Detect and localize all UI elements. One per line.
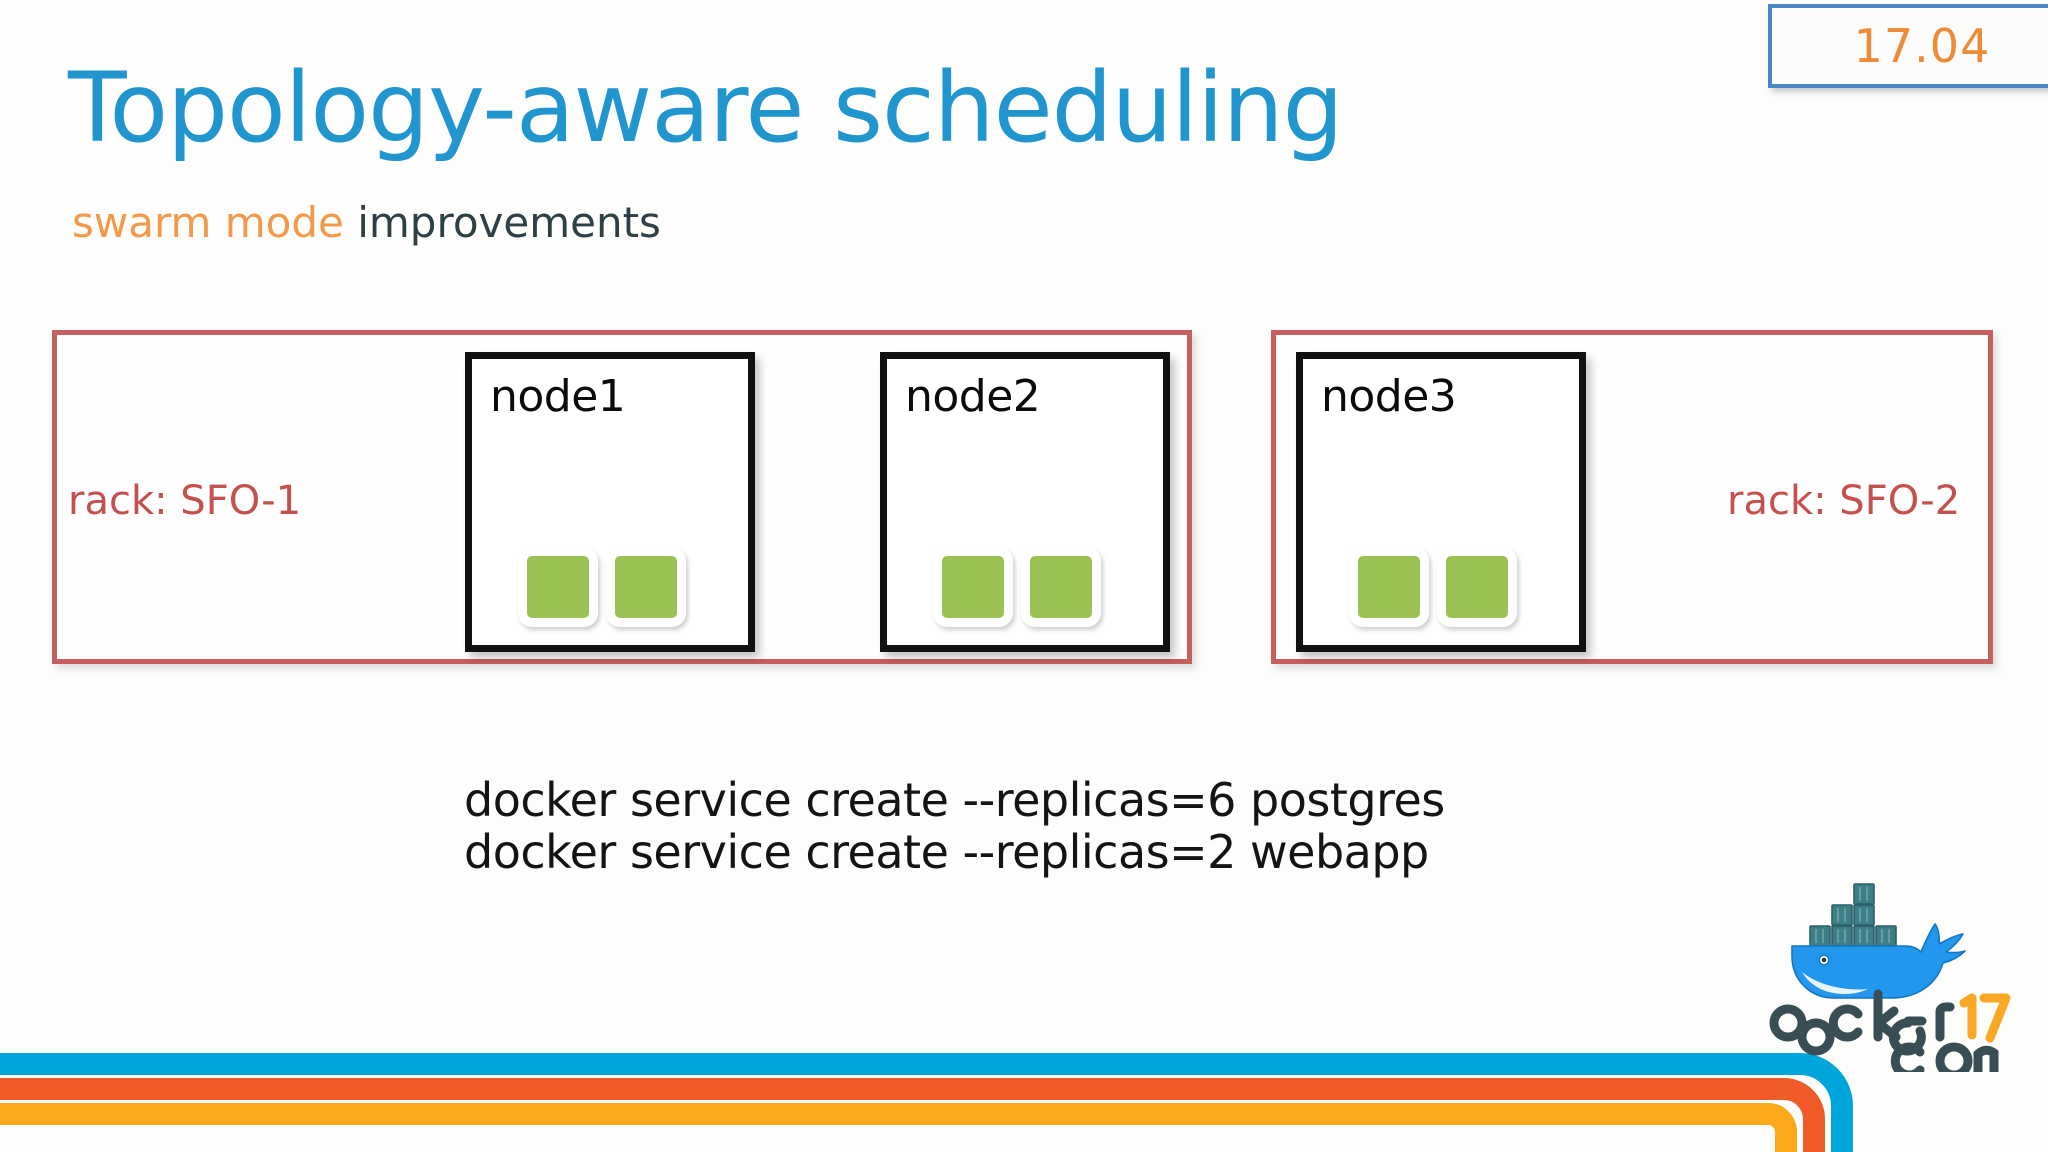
docker-wordmark [1769,989,1955,1056]
container-task [1437,547,1517,627]
rack-label-sfo-2: rack: SFO-2 [1727,478,1961,524]
dockercon-logo [1768,872,2018,1072]
command-line-1: docker service create --replicas=6 postg… [464,773,1445,827]
container-task [1349,547,1429,627]
version-badge: 17.04 [1768,4,2048,88]
container-task [518,547,598,627]
command-line-2: docker service create --replicas=2 webap… [464,824,1429,879]
logo-17 [1959,993,2011,1043]
node-label-node2: node2 [905,371,1041,422]
container-task [933,547,1013,627]
container-row-node1 [518,547,686,627]
container-row-node2 [933,547,1101,627]
subtitle-plain-text: improvements [343,198,661,247]
subtitle-accent-text: swarm mode [72,198,344,247]
rack-label-sfo-1: rack: SFO-1 [68,478,302,524]
version-badge-label: 17.04 [1853,19,1991,73]
container-task [606,547,686,627]
node-box-node2: node2 [880,352,1170,652]
node-label-node1: node1 [490,371,626,422]
footer-stripes [0,1046,2048,1152]
node-box-node3: node3 [1296,352,1586,652]
container-task [1021,547,1101,627]
docker-whale-icon [1791,883,1966,999]
command-list: docker service create --replicas=6 postg… [464,773,1445,879]
container-row-node3 [1349,547,1517,627]
node-label-node3: node3 [1321,371,1457,422]
page-title: Topology-aware scheduling [68,52,1344,164]
logo-con [1890,1042,1999,1072]
page-subtitle: swarm mode improvements [72,198,661,247]
node-box-node1: node1 [465,352,755,652]
